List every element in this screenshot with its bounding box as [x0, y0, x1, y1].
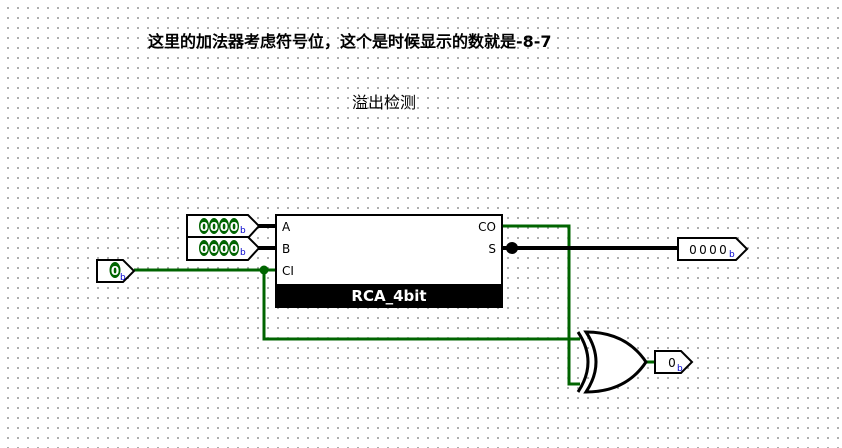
input-b-bit-value-2: 0: [220, 242, 228, 256]
output-sum-bit-value-2: 0: [709, 243, 717, 257]
input-a-bit-3[interactable]: [229, 218, 239, 234]
input-pin-ci[interactable]: 0 b: [96, 259, 136, 283]
output-sum-bit-value-1: 0: [699, 243, 707, 257]
xor-extra-curve: [576, 331, 590, 393]
output-pin-overflow[interactable]: 0 b: [654, 350, 694, 374]
port-co-label: CO: [478, 220, 496, 234]
adder-name: RCA_4bit: [351, 287, 426, 305]
port-a-label: A: [282, 220, 291, 234]
ci-bit[interactable]: [109, 262, 121, 278]
input-a-bit-value-1: 0: [210, 220, 218, 234]
input-b-bit-1[interactable]: [209, 240, 219, 256]
port-s-label: S: [488, 242, 496, 256]
radix-label-b: b: [240, 248, 246, 258]
annotation-overflow-detect: 溢出检测: [352, 93, 416, 112]
adder-rca-4bit[interactable]: RCA_4bit A B CI CO S: [275, 214, 503, 308]
annotation-note: 这里的加法器考虑符号位，这个是时候显示的数就是-8-7: [148, 32, 552, 51]
junction-sum: [506, 242, 518, 254]
port-b-label: B: [282, 242, 290, 256]
input-b-bit-3[interactable]: [229, 240, 239, 256]
radix-label-sum: b: [729, 250, 735, 260]
ci-bit-value: 0: [111, 264, 119, 278]
radix-label-ci: b: [120, 273, 126, 283]
input-a-bit-value-2: 0: [220, 220, 228, 234]
junction-ci: [259, 265, 269, 275]
input-a-bit-value-0: 0: [200, 220, 208, 234]
input-a-bit-1[interactable]: [209, 218, 219, 234]
xor-gate[interactable]: [576, 330, 648, 394]
xor-body: [583, 330, 648, 394]
output-sum-bit-value-0: 0: [689, 243, 697, 257]
wire-ci-to-xor[interactable]: [262, 270, 580, 341]
overflow-bit-value: 0: [668, 356, 676, 370]
input-b-bit-0[interactable]: [199, 240, 209, 256]
input-a-bit-2[interactable]: [219, 218, 229, 234]
adder-label-bar: [276, 284, 502, 307]
input-b-bit-value-0: 0: [200, 242, 208, 256]
radix-label-a: b: [240, 226, 246, 236]
input-a-bit-0[interactable]: [199, 218, 209, 234]
input-b-bit-value-3: 0: [230, 242, 238, 256]
output-sum-bit-value-3: 0: [719, 243, 727, 257]
input-a-bit-value-3: 0: [230, 220, 238, 234]
input-b-bit-2[interactable]: [219, 240, 229, 256]
wire-co-to-xor[interactable]: [502, 224, 580, 386]
port-ci-label: CI: [282, 264, 294, 278]
input-b-bit-value-1: 0: [210, 242, 218, 256]
radix-label-overflow: b: [677, 364, 683, 374]
